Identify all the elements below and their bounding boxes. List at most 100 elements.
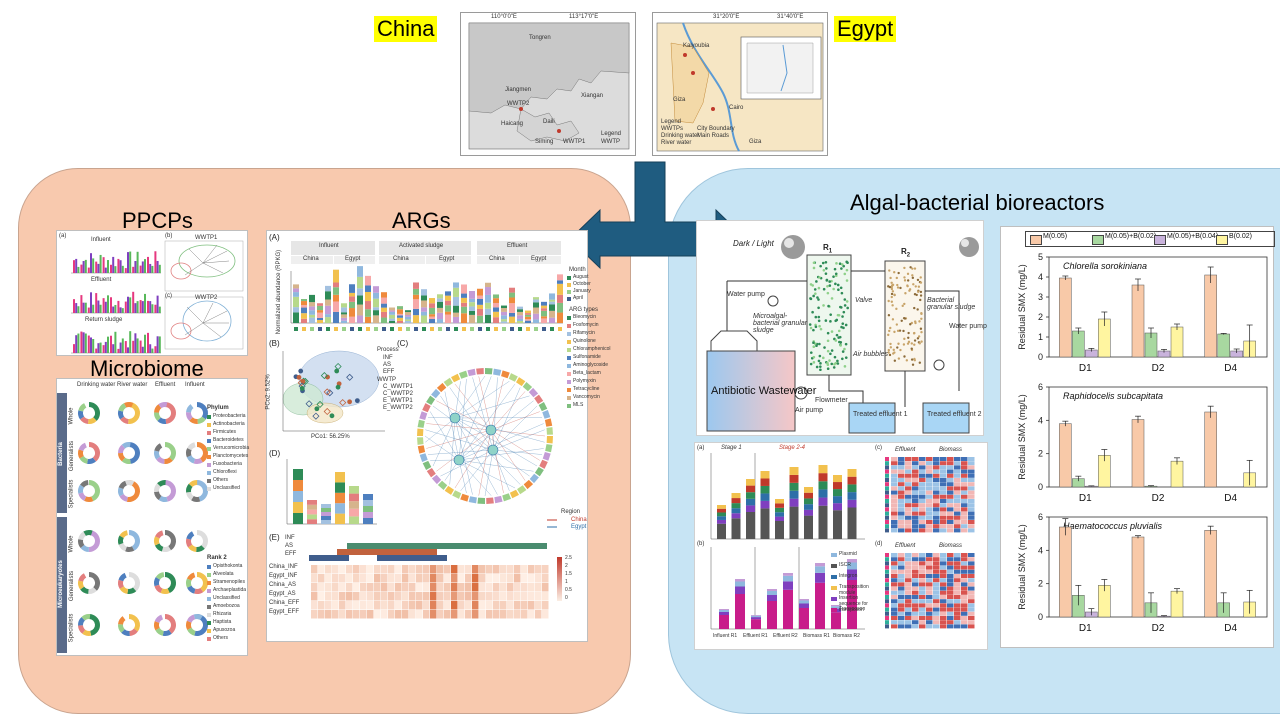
granule bbox=[920, 330, 923, 334]
month-marker bbox=[534, 327, 538, 331]
lower-tag: (d) bbox=[875, 541, 883, 547]
granule bbox=[893, 293, 896, 297]
y-tick-label: 5 bbox=[1038, 252, 1043, 262]
granule bbox=[912, 283, 915, 286]
heat-cell bbox=[318, 610, 325, 619]
heat-cell bbox=[933, 590, 940, 595]
lower-tag: (c) bbox=[875, 445, 882, 451]
stack-segment bbox=[818, 497, 828, 506]
heat-cell bbox=[919, 586, 926, 591]
circos-link bbox=[432, 405, 494, 451]
heat-cell bbox=[933, 616, 940, 620]
heat-cell bbox=[535, 610, 542, 619]
heat-cell bbox=[346, 574, 353, 583]
args-bar-segment bbox=[477, 295, 483, 299]
micro-col: River water bbox=[117, 382, 148, 388]
granule bbox=[897, 342, 900, 345]
args-tag-a: (A) bbox=[269, 233, 280, 242]
heat-cell bbox=[961, 486, 968, 491]
heat-cell bbox=[968, 473, 975, 478]
bar bbox=[1170, 590, 1184, 618]
d-bar-segment bbox=[349, 501, 359, 509]
heat-cell bbox=[898, 473, 905, 478]
heat-cell bbox=[891, 582, 898, 587]
heat-cell bbox=[451, 601, 458, 610]
arg-type-item: Polymyxin bbox=[573, 378, 596, 384]
donut-slice bbox=[193, 458, 203, 464]
granule bbox=[903, 302, 906, 306]
reactor-label: Microalgal-bacterial granular sludge bbox=[753, 313, 808, 334]
arg-type-swatch bbox=[567, 348, 571, 352]
ppcp-bar bbox=[154, 251, 157, 273]
args-bar-segment bbox=[541, 310, 547, 317]
y-axis-label: Residual SMX (mg/L) bbox=[1017, 524, 1027, 610]
bar bbox=[1131, 419, 1145, 488]
egypt-map: 31°20'0"E 31°40'0"E Kalyoubia Giza Cairo… bbox=[652, 12, 828, 156]
args-bar-segment bbox=[445, 311, 451, 315]
heat-cell bbox=[891, 624, 898, 629]
d-bar-segment bbox=[293, 502, 303, 513]
granule bbox=[920, 340, 923, 343]
heat-cell bbox=[912, 494, 919, 499]
phylum-item: Fusobacteria bbox=[213, 461, 242, 467]
heat-cell bbox=[947, 590, 954, 595]
args-bar-segment bbox=[437, 298, 443, 302]
ppcp-bar bbox=[77, 333, 80, 353]
granule bbox=[814, 315, 818, 319]
heat-cell bbox=[940, 515, 947, 520]
args-bar-segment bbox=[317, 305, 323, 311]
rank-item: Unclassified bbox=[213, 595, 240, 601]
ppcp-bar bbox=[136, 251, 139, 273]
heat-cell bbox=[940, 469, 947, 474]
heat-cell bbox=[465, 601, 472, 610]
arg-type-item: Vancomycin bbox=[573, 394, 600, 400]
heat-cell bbox=[507, 574, 514, 583]
args-bar-segment bbox=[317, 310, 323, 313]
annot-cell bbox=[885, 569, 889, 574]
place-label: Kalyoubia bbox=[683, 43, 710, 49]
granule bbox=[843, 272, 847, 276]
heat-cell bbox=[912, 515, 919, 520]
heat-cell bbox=[968, 599, 975, 604]
heat-cell bbox=[940, 553, 947, 557]
circos-link bbox=[427, 449, 494, 455]
donut-slice bbox=[197, 442, 208, 463]
heat-cell bbox=[388, 574, 395, 583]
bar bbox=[1059, 277, 1072, 358]
heat-cell bbox=[912, 490, 919, 495]
d-bar-segment bbox=[349, 486, 359, 494]
heat-cell bbox=[919, 482, 926, 487]
ppcp-bar bbox=[119, 307, 122, 313]
heat-cell bbox=[891, 603, 898, 608]
heat-cell bbox=[891, 503, 898, 508]
heat-cell bbox=[507, 583, 514, 592]
donut-slice bbox=[89, 480, 101, 502]
mge-segment bbox=[767, 595, 777, 601]
granule bbox=[888, 269, 891, 272]
ppcp-bar bbox=[141, 301, 144, 313]
place-label: Giza bbox=[749, 139, 762, 145]
heat-cell bbox=[947, 465, 954, 470]
granule bbox=[903, 279, 907, 282]
circos-hub bbox=[449, 412, 461, 424]
heat-cell bbox=[891, 457, 898, 461]
heat-cell bbox=[318, 592, 325, 601]
heat-cell bbox=[947, 561, 954, 566]
heat-cell bbox=[514, 601, 521, 610]
granule bbox=[818, 354, 822, 358]
mge-item: Integron bbox=[839, 573, 858, 579]
heat-cell bbox=[947, 520, 954, 524]
phylum-item: Planctomycetes bbox=[213, 453, 249, 459]
annot-cell bbox=[885, 595, 889, 599]
args-bar-segment bbox=[445, 295, 451, 301]
row-type: Whole bbox=[68, 535, 75, 553]
ppcp-bar bbox=[158, 264, 161, 273]
args-bar-segment bbox=[293, 296, 299, 308]
rank-item: Alveolata bbox=[213, 571, 234, 577]
stack-segment bbox=[731, 513, 741, 519]
granule bbox=[893, 330, 896, 334]
heat-cell bbox=[926, 473, 933, 478]
ppcp-bar bbox=[121, 338, 124, 353]
heat-cell bbox=[919, 478, 926, 482]
wwtp2-label: WWTP2 bbox=[507, 101, 530, 107]
